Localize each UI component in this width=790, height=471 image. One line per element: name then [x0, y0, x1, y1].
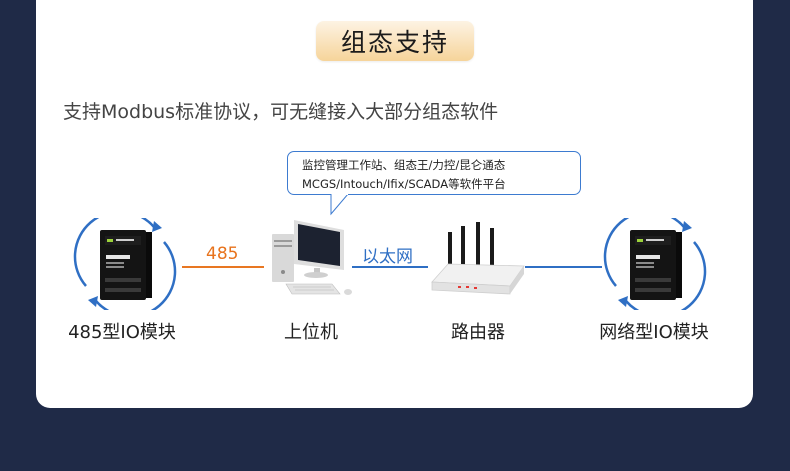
content-card	[36, 0, 753, 408]
host-pc-caption: 上位机	[284, 322, 338, 343]
section-subtitle: 支持Modbus标准协议，可无缝接入大部分组态软件	[63, 101, 499, 123]
serial-link-label: 485	[206, 244, 239, 264]
io-module-network-icon	[603, 218, 707, 310]
ethernet-wire	[352, 266, 428, 268]
io-module-485-icon	[73, 218, 177, 310]
router-icon	[431, 222, 525, 295]
callout-line-1: 监控管理工作站、组态王/力控/昆仑通态	[302, 158, 506, 172]
callout-line-2: MCGS/Intouch/Ifix/SCADA等软件平台	[302, 177, 506, 191]
host-pc-icon	[272, 220, 352, 295]
module-485-caption: 485型IO模块	[68, 322, 176, 343]
callout-tail	[330, 194, 349, 216]
software-callout: 监控管理工作站、组态王/力控/昆仑通态 MCGS/Intouch/Ifix/SC…	[287, 151, 581, 195]
serial-wire	[182, 266, 264, 268]
module-net-caption: 网络型IO模块	[599, 322, 709, 343]
ethernet-link-label: 以太网	[362, 247, 413, 267]
network-wire	[525, 266, 602, 268]
section-title: 组态支持	[316, 21, 474, 61]
router-caption: 路由器	[451, 322, 505, 343]
